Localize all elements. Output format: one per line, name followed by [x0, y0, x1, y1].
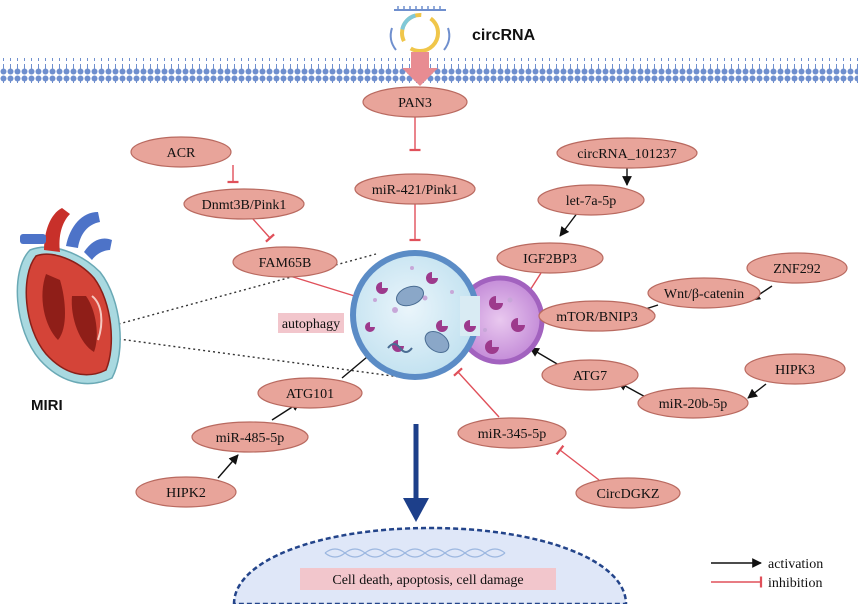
organ-label: MIRI [31, 397, 63, 414]
svg-text:HIPK3: HIPK3 [775, 363, 815, 378]
svg-text:ATG101: ATG101 [286, 387, 334, 402]
svg-text:IGF2BP3: IGF2BP3 [523, 252, 577, 267]
svg-text:mTOR/BNIP3: mTOR/BNIP3 [556, 310, 637, 325]
node-atg7: ATG7 [541, 359, 639, 391]
svg-text:HIPK2: HIPK2 [166, 486, 206, 501]
svg-text:CircDGKZ: CircDGKZ [597, 487, 660, 502]
node-atg101: ATG101 [257, 377, 363, 409]
node-fam65b: FAM65B [232, 246, 338, 278]
node-znf292: ZNF292 [746, 252, 848, 284]
node-pan3: PAN3 [362, 86, 468, 118]
node-mir421-pink1: miR-421/Pink1 [354, 173, 476, 205]
outcome-arrow [403, 424, 429, 522]
nucleus [232, 526, 628, 604]
node-wnt-beta-catenin: Wnt/β-catenin [647, 277, 761, 309]
svg-text:ATG7: ATG7 [573, 369, 607, 384]
autolysosome-icon [350, 250, 545, 380]
svg-text:miR-20b-5p: miR-20b-5p [659, 397, 727, 412]
node-mir20b-5p: miR-20b-5p [637, 387, 749, 419]
node-mir345-5p: miR-345-5p [457, 417, 567, 449]
svg-text:FAM65B: FAM65B [259, 256, 312, 271]
node-igf2bp3: IGF2BP3 [496, 242, 604, 274]
node-hipk2: HIPK2 [135, 476, 237, 508]
node-let7a-5p: let-7a-5p [537, 184, 645, 216]
node-mir485-5p: miR-485-5p [191, 421, 309, 453]
process-label-bg [278, 313, 344, 333]
svg-text:miR-421/Pink1: miR-421/Pink1 [372, 183, 458, 198]
svg-text:miR-485-5p: miR-485-5p [216, 431, 284, 446]
svg-text:ACR: ACR [167, 146, 196, 161]
node-acr: ACR [130, 136, 232, 168]
node-dnmt3b-pink1: Dnmt3B/Pink1 [183, 188, 305, 220]
outcome-label-bg [300, 568, 556, 590]
process-label: autophagy [282, 317, 340, 332]
node-mtor-bnip3: mTOR/BNIP3 [538, 300, 656, 332]
node-circrna-101237: circRNA_101237 [556, 137, 698, 169]
svg-text:PAN3: PAN3 [398, 96, 432, 111]
svg-text:Wnt/β-catenin: Wnt/β-catenin [664, 287, 744, 302]
outcome-label: Cell death, apoptosis, cell damage [332, 573, 523, 588]
svg-text:circRNA_101237: circRNA_101237 [577, 147, 677, 162]
svg-text:ZNF292: ZNF292 [773, 262, 820, 277]
svg-text:miR-345-5p: miR-345-5p [478, 427, 546, 442]
node-circdgkz: CircDGKZ [575, 477, 681, 509]
entry-arrow [402, 52, 438, 86]
svg-text:let-7a-5p: let-7a-5p [566, 194, 617, 209]
circrna-icon [389, 6, 451, 53]
legend: activation inhibition [711, 557, 823, 591]
diagram-title: circRNA [472, 27, 536, 44]
legend-activation-label: activation [768, 557, 823, 572]
legend-inhibition-label: inhibition [768, 576, 822, 591]
pathway-nodes: PAN3 ACR Dnmt3B/Pink1 FAM65B miR-421/Pin… [130, 86, 848, 509]
heart-icon [16, 208, 121, 385]
node-hipk3: HIPK3 [744, 353, 846, 385]
svg-text:Dnmt3B/Pink1: Dnmt3B/Pink1 [202, 198, 287, 213]
